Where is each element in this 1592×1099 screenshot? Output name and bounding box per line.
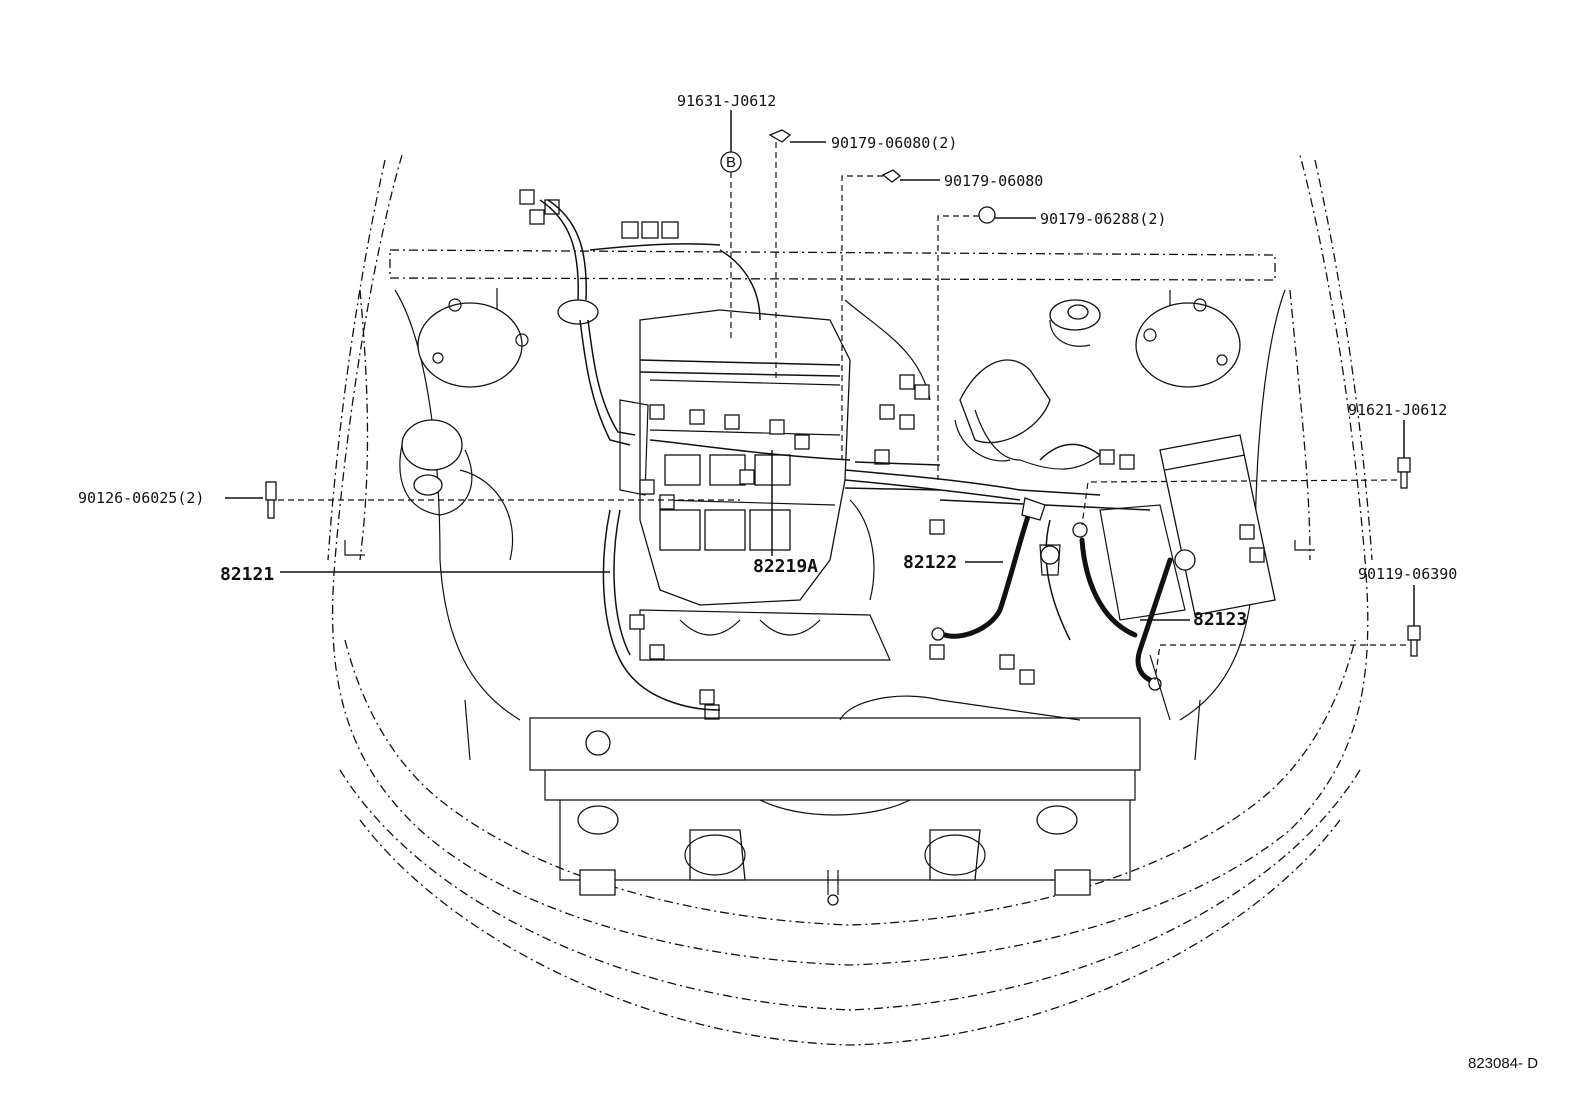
callout-90119-06390: 90119-06390: [1358, 565, 1457, 583]
callout-82122: 82122: [903, 552, 957, 573]
diagram-reference-code: 823084- D: [1468, 1055, 1538, 1072]
callout-82123: 82123: [1193, 609, 1247, 630]
wire-harness-routes: [539, 199, 1151, 711]
callout-91621-J0612: 91621-J0612: [1348, 401, 1447, 419]
left-strut-tower: [417, 298, 529, 388]
brake-reservoir: [399, 419, 514, 561]
callout-82121: 82121: [220, 564, 274, 585]
engine-block: [619, 299, 931, 661]
washer-tank-cap: [1049, 299, 1101, 347]
hood-outline: [327, 154, 1373, 1046]
radiator-support: [464, 695, 1201, 906]
callout-82219A: 82219A: [753, 556, 818, 577]
b-marker-label: B: [726, 154, 736, 171]
callout-90179-06080: 90179-06080: [944, 172, 1043, 190]
ground-cable-82122: [931, 497, 1061, 641]
callout-90126-06025-2: 90126-06025(2): [78, 489, 204, 507]
air-intake-duct: [954, 359, 1101, 470]
callout-91631-J0612: 91631-J0612: [677, 92, 776, 110]
battery-cable-82123: [1072, 522, 1196, 721]
leader-lines: [225, 110, 1415, 681]
harness-connectors: [519, 189, 1265, 720]
callout-90179-06288-2: 90179-06288(2): [1040, 210, 1166, 228]
callout-90179-06080-2: 90179-06080(2): [831, 134, 957, 152]
right-strut-tower: [1135, 298, 1241, 388]
